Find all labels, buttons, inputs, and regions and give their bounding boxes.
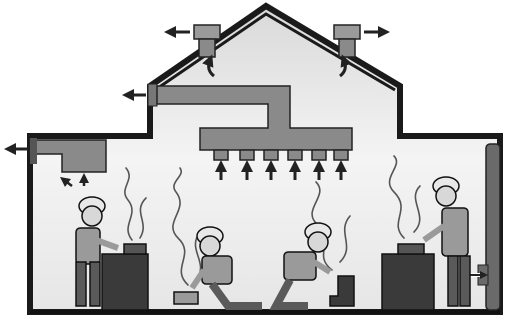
workpiece-4 [174,292,198,304]
workbench-2 [382,254,434,310]
workpiece-2 [398,244,424,254]
upper-wall-exhaust [128,84,157,106]
workbench-1 [102,254,148,310]
workpiece-1 [124,244,146,254]
